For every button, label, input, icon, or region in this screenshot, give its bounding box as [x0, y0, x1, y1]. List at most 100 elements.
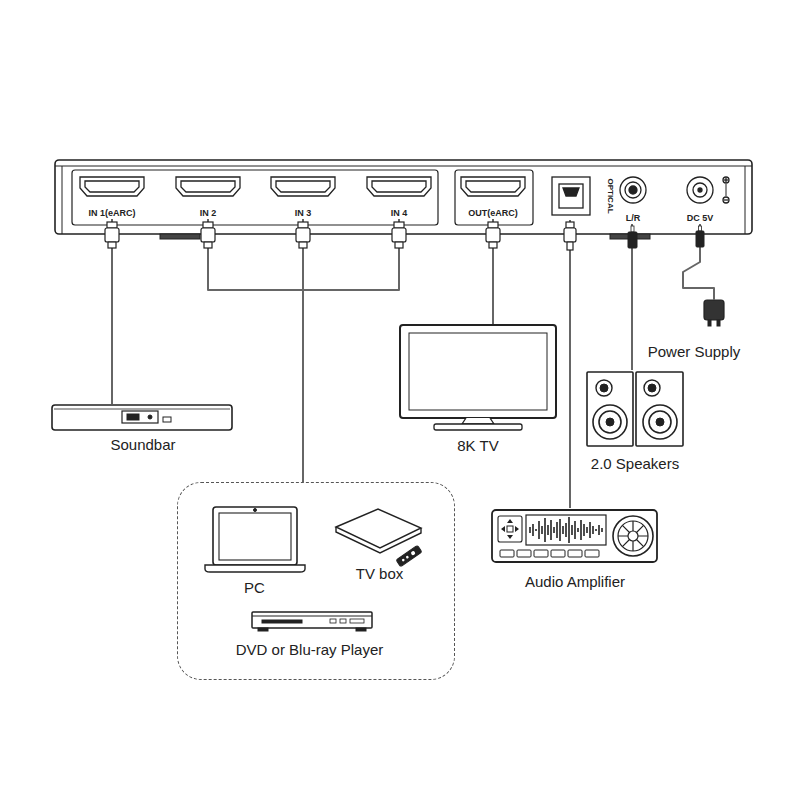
device-label: DVD or Blu-ray Player: [236, 641, 384, 660]
hdmi-plug: [105, 228, 119, 242]
hdmi-plug: [394, 222, 404, 228]
port-label: IN 1(eARC): [88, 208, 135, 219]
amplifier-icon: [517, 550, 531, 557]
switch-housing: [55, 166, 752, 167]
dc-plug: [696, 226, 704, 247]
device-label: 8K TV: [457, 437, 498, 456]
hdmi-plug: [107, 222, 117, 228]
cable: [208, 219, 303, 482]
dvd-player-icon: [350, 619, 364, 623]
tv-box-icon: [410, 550, 416, 556]
device-node: Audio Amplifier: [488, 508, 662, 592]
audio-jack: [620, 177, 646, 203]
switch-housing: [62, 166, 63, 234]
port-label: L/R: [626, 213, 641, 224]
audio-jack: [625, 182, 641, 198]
port-label: IN 4: [391, 208, 408, 219]
switch-housing: [72, 170, 438, 225]
dvd-player-icon: [356, 628, 366, 631]
speaker-icon: [600, 384, 608, 392]
speaker-icon: [656, 418, 664, 426]
laptop-icon: [213, 507, 297, 565]
port-node: IN 2: [176, 172, 240, 219]
hdmi-plug: [299, 242, 307, 248]
amplifier-icon: [585, 550, 599, 557]
dc-socket: [687, 177, 713, 203]
speaker-icon: [587, 372, 633, 446]
speaker-icon: [596, 380, 612, 396]
port-node: IN 4: [367, 172, 431, 219]
hdmi-plug: [296, 228, 310, 242]
dc-socket: [723, 197, 729, 203]
hdmi-plug: [204, 242, 212, 248]
soundbar-icon: [163, 417, 171, 422]
device-label: TV box: [356, 565, 404, 584]
hdmi-socket: [367, 177, 431, 196]
port-label: IN 2: [200, 208, 217, 219]
hdmi-socket: [85, 181, 139, 192]
tv-box-icon: [396, 545, 422, 566]
port-label: OPTICAL: [604, 178, 614, 213]
hdmi-plug: [108, 242, 116, 248]
amplifier-icon: [618, 521, 648, 551]
device-label: 2.0 Speakers: [591, 455, 679, 474]
amplifier-icon: [526, 515, 606, 545]
dvd-player-icon: [262, 620, 302, 623]
optical-socket: [559, 184, 583, 208]
amplifier-icon: [568, 550, 582, 557]
optical-plug: [567, 242, 573, 250]
power-adapter-icon: [704, 300, 724, 320]
amplifier-icon: [530, 517, 602, 543]
device-node: 8K TV: [398, 324, 558, 456]
hdmi-plug: [488, 222, 498, 228]
device-label: Power Supply: [648, 343, 741, 362]
amplifier-icon: [628, 531, 638, 541]
device-node: 2.0 Speakers: [582, 370, 688, 474]
switch-housing: [55, 160, 752, 239]
audio-jack: [629, 186, 637, 194]
port-node: IN 3: [271, 172, 335, 219]
device-label: Soundbar: [110, 436, 175, 455]
dvd-player-icon: [330, 619, 336, 623]
dc-socket: [693, 183, 707, 197]
hdmi-socket: [276, 181, 330, 192]
dc-socket: [726, 184, 727, 196]
speaker-icon: [643, 405, 677, 439]
optical-plug: [566, 222, 574, 228]
tv-box-icon: [406, 555, 410, 559]
dc-socket: [723, 177, 729, 183]
tv-box-icon: [401, 558, 405, 562]
speaker-icon: [648, 384, 656, 392]
dc-plug: [699, 226, 702, 231]
dvd-player-icon: [258, 628, 268, 631]
amplifier-icon: [613, 516, 653, 556]
power-adapter-icon: [704, 300, 724, 326]
hdmi-plug: [395, 242, 403, 248]
hdmi-plug: [203, 222, 213, 228]
speaker-icon: [636, 372, 683, 446]
optical-plug: [564, 228, 576, 242]
source-group: PC TV boxDVD or Blu-ray Player: [177, 482, 455, 680]
hdmi-socket: [80, 177, 144, 196]
device-node: PC: [200, 502, 310, 598]
laptop-icon: [205, 565, 305, 572]
optical-socket: [552, 177, 590, 215]
power-adapter-icon: [717, 320, 720, 326]
dc-socket: [698, 188, 702, 192]
amplifier-icon: [618, 521, 648, 551]
port-label: DC 5V: [687, 213, 714, 224]
hdmi-plug: [392, 228, 406, 242]
cable: [683, 224, 714, 300]
device-node: DVD or Blu-ray Player: [220, 606, 400, 660]
speaker-icon: [587, 372, 683, 446]
optical-plug: [564, 222, 576, 250]
audio-jack: [620, 177, 646, 203]
switch-housing: [55, 160, 752, 234]
port-node: OUT(eARC): [460, 172, 526, 219]
soundbar-icon: [148, 415, 152, 419]
hdmi-plug: [298, 222, 308, 228]
tv-box-icon: [336, 509, 421, 548]
speaker-icon: [644, 380, 660, 396]
switch-housing: [455, 170, 533, 225]
